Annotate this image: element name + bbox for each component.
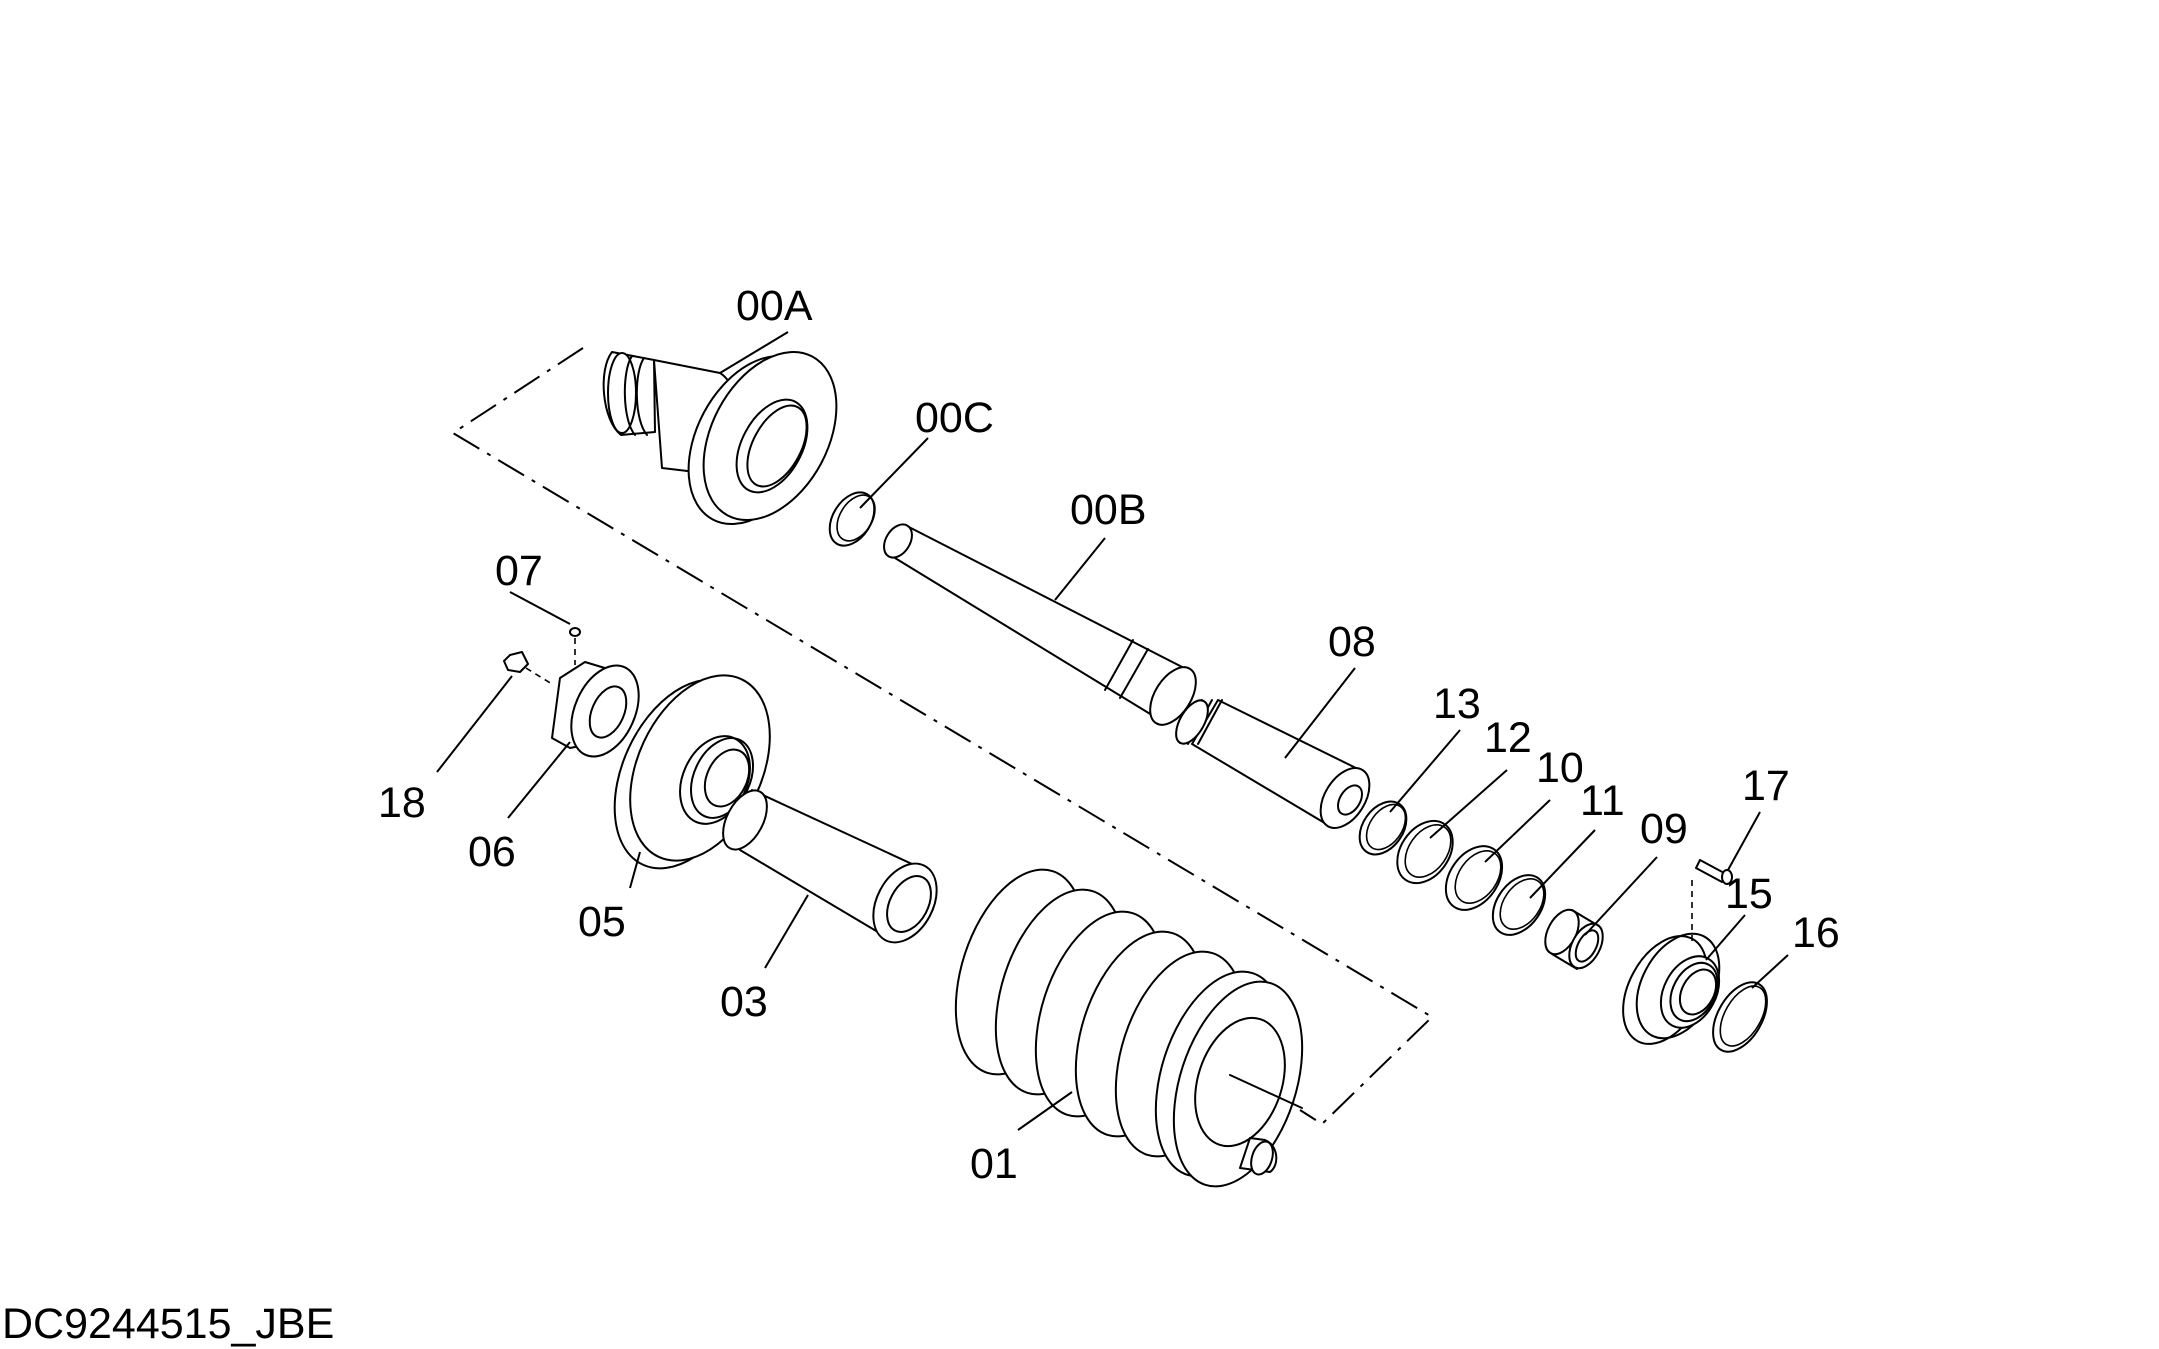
label-16: 16 [1792,909,1840,957]
part-12-ring [1396,819,1454,885]
label-01: 01 [970,1140,1018,1188]
part-13-ring [1358,800,1408,856]
part-06-collar [551,661,640,758]
drawing-code-label: DC9244515_JBE [2,1300,335,1348]
label-07: 07 [495,547,543,595]
part-01-coil-spring [954,868,1304,1188]
label-12: 12 [1484,714,1532,762]
part-09-sleeve [1544,908,1604,970]
label-15: 15 [1725,870,1773,918]
part-15-seal-housing [1622,880,1721,1045]
leader-lines [436,331,1789,1131]
part-16-o-ring [1712,981,1768,1053]
part-03-bushing [722,789,938,944]
part-07-screw [569,627,581,665]
part-10-ring [1444,845,1504,911]
label-09: 09 [1640,805,1688,853]
label-00C: 00C [915,394,994,442]
label-10: 10 [1536,744,1584,792]
part-number-labels: 00A 00C 00B 07 08 13 12 10 11 09 17 15 1… [378,282,1840,1188]
part-17-bolt [1695,859,1733,885]
label-13: 13 [1433,680,1481,728]
label-06: 06 [468,828,516,876]
label-08: 08 [1328,618,1376,666]
label-00B: 00B [1070,486,1147,534]
label-17: 17 [1742,762,1790,810]
label-03: 03 [720,978,768,1026]
part-00C-o-ring [828,491,876,547]
assembly-boundary-line [451,347,1434,1126]
label-00A: 00A [736,282,813,330]
part-00A-flanged-cylinder [602,350,838,526]
label-18: 18 [378,779,426,827]
label-11: 11 [1580,777,1625,825]
part-11-ring [1491,874,1547,936]
part-08-threaded-shaft [1175,699,1371,829]
part-00B-shaft [883,523,1197,726]
label-05: 05 [578,898,626,946]
part-18-bolt [503,651,553,685]
